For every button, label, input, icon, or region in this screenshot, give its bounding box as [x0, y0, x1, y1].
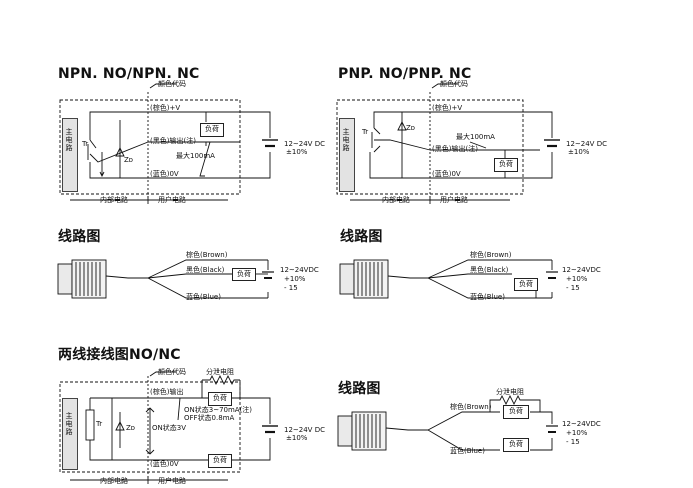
two-wire-off-current-label: OFF状态0.8mA [184, 414, 235, 422]
npn-schematic-lines [59, 83, 278, 204]
npn-black-out-label: (黑色)输出(注) [150, 137, 196, 145]
two-wire-color-code-label: 颜色代码 [158, 368, 186, 376]
pnp-schematic-lines [336, 83, 560, 204]
wiring-two-blue-label: 蓝色(Blue) [450, 447, 485, 455]
two-wire-main-circuit-block [62, 398, 78, 470]
npn-max-current-label: 最大100mA [176, 152, 215, 160]
pnp-black-out-label: (黑色)输出(注) [432, 145, 478, 153]
wiring-left-black-label: 黑色(Black) [186, 266, 225, 274]
npn-blue-0v-label: (蓝色)0V [150, 170, 179, 178]
wiring-left-voltage-label: 12~24VDC [280, 266, 319, 274]
two-wire-load-box-bottom: 负荷 [208, 454, 232, 468]
two-wire-user-label: 用户电路 [158, 477, 186, 485]
npn-brown-v-label: (棕色)+V [150, 104, 181, 112]
two-wire-blue-0v-label: (蓝色)0V [150, 460, 179, 468]
npn-user-label: 用户电路 [158, 196, 186, 204]
pnp-main-circuit-label: 主电路 [342, 128, 350, 152]
pnp-max-current-label: 最大100mA [456, 133, 495, 141]
wiring-left-brown-label: 棕色(Brown) [186, 251, 228, 259]
npn-main-circuit-label: 主电路 [65, 128, 73, 152]
npn-voltage-label: 12~24V DC [284, 140, 325, 148]
wiring-right-load-box: 负荷 [514, 278, 538, 291]
wiring-left-lines [57, 259, 274, 299]
two-wire-title: 两线接线图NO/NC [58, 347, 181, 363]
npn-tr-label: Tr [82, 140, 89, 148]
two-wire-tr-label: Tr [96, 420, 103, 428]
npn-title: NPN. NO/NPN. NC [58, 66, 200, 82]
two-wire-zd-label: Zᴅ [126, 424, 136, 432]
pnp-color-code-label: 颜色代码 [440, 80, 468, 88]
pnp-user-label: 用户电路 [440, 196, 468, 204]
two-wire-on-state-label: ON状态3V [152, 424, 186, 432]
wiring-right-lines [339, 259, 558, 299]
wiring-two-voltage-label: 12~24VDC [562, 420, 601, 428]
wiring-two-brown-label: 棕色(Brown) [450, 403, 492, 411]
wiring-two-tol-minus-label: - 15 [566, 438, 580, 446]
two-wire-voltage-label: 12~24V DC [284, 426, 325, 434]
two-wire-shunt-label: 分泄电阻 [206, 368, 234, 376]
pnp-tolerance-label: ±10% [568, 148, 590, 156]
wiring-two-shunt-label: 分泄电阻 [496, 388, 524, 396]
two-wire-main-circuit-label: 主电路 [65, 412, 73, 436]
wiring-right-tol-plus-label: +10% [566, 275, 588, 283]
wiring-left-tol-plus-label: +10% [284, 275, 306, 283]
pnp-load-box: 负荷 [494, 158, 518, 172]
two-wire-tolerance-label: ±10% [286, 434, 308, 442]
npn-tolerance-label: ±10% [286, 148, 308, 156]
two-wire-internal-label: 内部电路 [100, 477, 128, 485]
pnp-tr-label: Tr [362, 128, 369, 136]
wiring-right-voltage-label: 12~24VDC [562, 266, 601, 274]
pnp-title: PNP. NO/PNP. NC [338, 66, 472, 82]
wiring-left-blue-label: 蓝色(Blue) [186, 293, 221, 301]
wiring-right-tol-minus-label: - 15 [566, 284, 580, 292]
wiring-right-black-label: 黑色(Black) [470, 266, 509, 274]
wiring-right-brown-label: 棕色(Brown) [470, 251, 512, 259]
two-wire-load-box-top: 负荷 [208, 392, 232, 406]
two-wire-brown-out-label: (棕色)输出 [150, 388, 184, 396]
npn-main-circuit-block [62, 118, 78, 192]
pnp-voltage-label: 12~24V DC [566, 140, 607, 148]
wiring-left-tol-minus-label: - 15 [284, 284, 298, 292]
wiring-two-tol-plus-label: +10% [566, 429, 588, 437]
wiring-two-load-box-top: 负荷 [503, 405, 529, 419]
wiring-right-blue-label: 蓝色(Blue) [470, 293, 505, 301]
npn-load-box: 负荷 [200, 123, 224, 137]
pnp-main-circuit-block [339, 118, 355, 192]
npn-zd-label: Zᴅ [124, 156, 134, 164]
wiring-left-load-box: 负荷 [232, 268, 256, 281]
pnp-blue-0v-label: (蓝色)0V [432, 170, 461, 178]
npn-color-code-label: 颜色代码 [158, 80, 186, 88]
wiring-two-load-box-bottom: 负荷 [503, 438, 529, 452]
wiring-two-lines [337, 394, 558, 451]
wiring-two-title: 线路图 [338, 381, 381, 397]
two-wire-on-current-label: ON状态3~70mA(注) [184, 406, 253, 414]
pnp-internal-label: 内部电路 [382, 196, 410, 204]
wiring-right-title: 线路图 [340, 229, 383, 245]
wiring-left-title: 线路图 [58, 229, 101, 245]
pnp-brown-v-label: (棕色)+V [432, 104, 463, 112]
pnp-zd-label: Zᴅ [406, 124, 416, 132]
npn-internal-label: 内部电路 [100, 196, 128, 204]
